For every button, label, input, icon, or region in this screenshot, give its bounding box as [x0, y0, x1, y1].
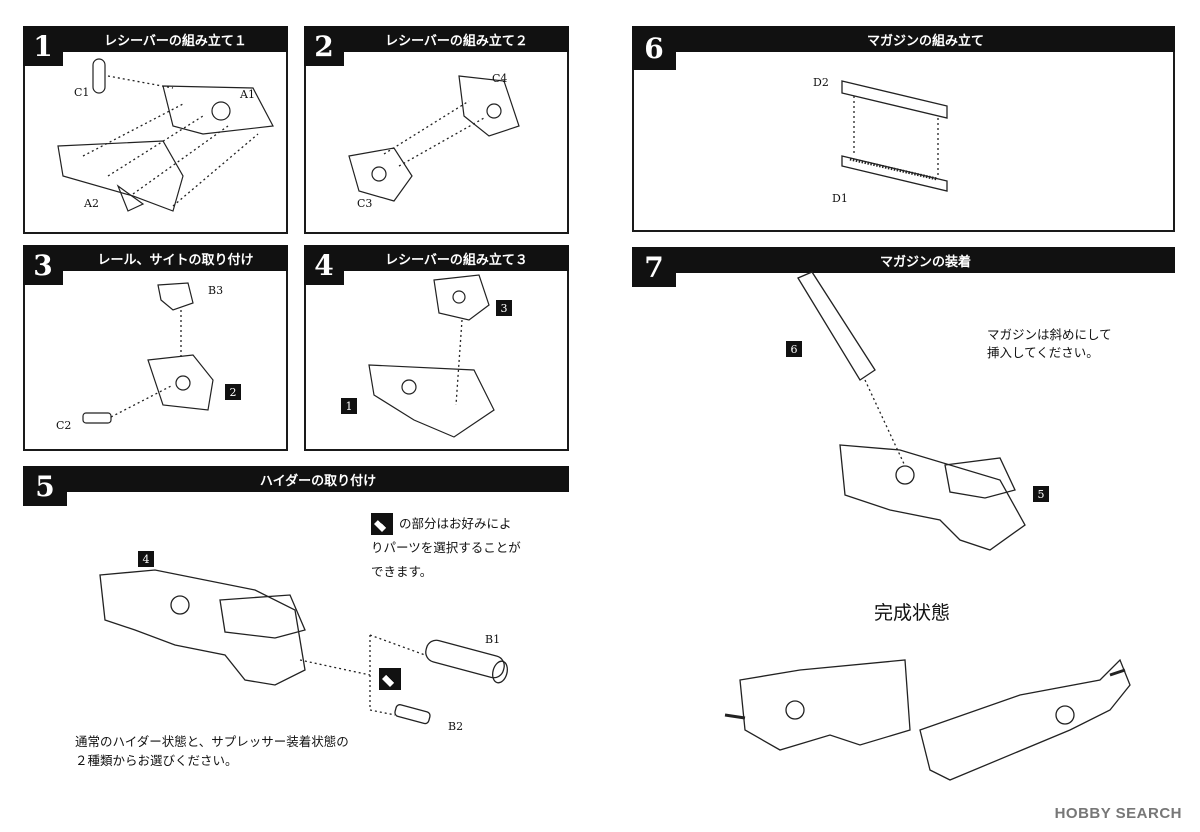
step1-title: レシーバーの組み立て１ [63, 26, 288, 52]
step3-number: 3 [23, 245, 63, 285]
step3-ref-tag: 2 [225, 384, 241, 400]
hider-note-line1: 通常のハイダー状態と、サプレッサー装着状態の [75, 734, 349, 749]
step6-title: マガジンの組み立て [676, 26, 1175, 52]
watermark-logo: HOBBY SEARCH [1054, 805, 1182, 822]
choice-note-line3: できます。 [371, 564, 433, 579]
step7-title: マガジンの装着 [676, 247, 1175, 273]
step4-title: レシーバーの組み立て３ [344, 245, 569, 271]
step4-ref-tag-a: 3 [496, 300, 512, 316]
step1-diagram [57, 58, 274, 212]
step7-number: 7 [632, 247, 676, 287]
part-choice-icon [379, 668, 401, 690]
step7-diagram [797, 271, 1026, 551]
label-c4: C4 [492, 72, 508, 85]
label-b2: B2 [448, 720, 464, 733]
step2-diagram [348, 75, 520, 202]
label-c1: C1 [74, 86, 90, 99]
label-b3: B3 [208, 284, 224, 297]
mag-note-line2: 挿入してください。 [987, 345, 1099, 360]
choice-note-line1: の部分はお好みによ [399, 516, 512, 531]
step5-diagram [99, 569, 508, 725]
hider-note-line2: ２種類からお選びください。 [75, 753, 238, 768]
step2-panel [304, 26, 569, 234]
step3-title: レール、サイトの取り付け [63, 245, 288, 271]
step1-number: 1 [23, 26, 63, 66]
step5-title: ハイダーの取り付け [67, 466, 569, 492]
step6-number: 6 [632, 26, 676, 70]
step4-ref-tag-b: 1 [341, 398, 357, 414]
step2-title: レシーバーの組み立て２ [344, 26, 569, 52]
label-a1: A1 [240, 88, 255, 101]
step5-ref-tag: 4 [138, 551, 154, 567]
step7-ref-tag-b: 5 [1033, 486, 1049, 502]
step7-ref-tag-a: 6 [786, 341, 802, 357]
completed-title: 完成状態 [874, 602, 951, 624]
step4-diagram [368, 274, 495, 438]
choice-note-line2: りパーツを選択することが [371, 540, 521, 555]
label-d2: D2 [813, 76, 829, 89]
label-a2: A2 [84, 197, 99, 210]
label-b1: B1 [485, 633, 501, 646]
step6-diagram [841, 80, 948, 192]
step5-number: 5 [23, 466, 67, 506]
part-choice-legend-icon [371, 513, 393, 535]
label-c3: C3 [357, 197, 373, 210]
label-d1: D1 [832, 192, 848, 205]
label-c2: C2 [56, 419, 72, 432]
mag-note-line1: マガジンは斜めにして [987, 327, 1112, 342]
step3-diagram [82, 282, 214, 424]
completed-diagram [724, 658, 1131, 781]
step1-panel [23, 26, 288, 234]
step4-number: 4 [304, 245, 344, 285]
step2-number: 2 [304, 26, 344, 66]
